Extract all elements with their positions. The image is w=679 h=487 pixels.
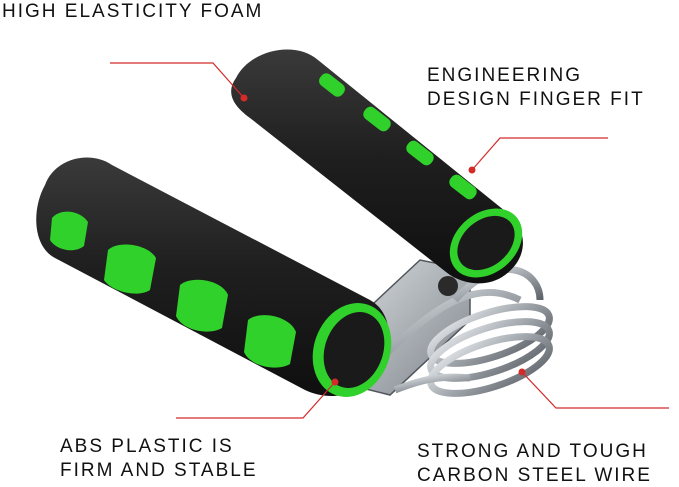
foam-callout-text: HIGH ELASTICITY FOAM <box>2 1 264 22</box>
left-handle <box>36 157 392 397</box>
abs-plastic-line2: FIRM AND STABLE <box>60 460 258 481</box>
steel-wire-callout: STRONG AND TOUGH CARBON STEEL WIRE <box>417 440 652 487</box>
right-handle <box>231 49 523 284</box>
finger-dot <box>468 166 476 174</box>
foam-callout: HIGH ELASTICITY FOAM <box>2 0 263 24</box>
abs-plastic-line1: ABS PLASTIC IS <box>60 436 234 457</box>
finger-fit-line1: ENGINEERING <box>427 65 583 86</box>
steel-wire-line1: STRONG AND TOUGH <box>417 441 648 462</box>
steel-wire-line2: CARBON STEEL WIRE <box>417 465 652 486</box>
leader-lines <box>110 62 669 419</box>
abs-plastic-callout: ABS PLASTIC IS FIRM AND STABLE <box>60 435 258 483</box>
abs-dot <box>331 378 339 386</box>
finger-fit-callout: ENGINEERING DESIGN FINGER FIT <box>427 64 645 112</box>
foam-dot <box>240 94 248 102</box>
finger-fit-line2: DESIGN FINGER FIT <box>427 89 645 110</box>
steel-dot <box>518 368 526 376</box>
